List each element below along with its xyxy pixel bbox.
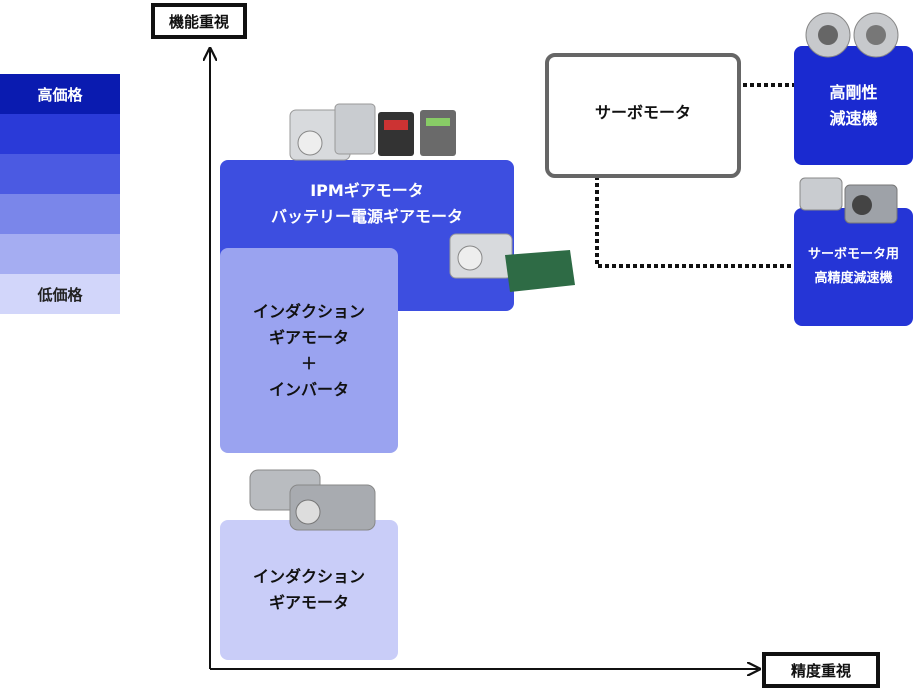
hr-line1: 高剛性 <box>829 82 878 102</box>
legend-cell-5 <box>0 234 120 274</box>
inv-line2: ギアモータ <box>268 327 349 347</box>
ipm-line2: バッテリー電源ギアモータ <box>270 207 463 226</box>
inv-line4: インバータ <box>268 379 349 399</box>
servo-motor-box: サーボモータ <box>545 53 741 178</box>
y-axis-label: 機能重視 <box>151 3 247 39</box>
induction-inverter-box: インダクション ギアモータ ＋ インバータ <box>220 248 398 453</box>
legend-cell-4 <box>0 194 120 234</box>
servo-label: サーボモータ <box>594 102 691 122</box>
x-axis-label: 精度重視 <box>762 652 880 688</box>
y-axis-label-text: 機能重視 <box>168 12 229 31</box>
inv-line3: ＋ <box>300 353 317 373</box>
sr-line1: サーボモータ用 <box>807 247 899 262</box>
hr-line2: 減速機 <box>829 108 878 128</box>
legend-high-label: 高価格 <box>37 85 83 104</box>
ind-line2: ギアモータ <box>268 593 349 612</box>
induction-gearmotor-box: インダクション ギアモータ <box>220 520 398 660</box>
legend-cell-3 <box>0 154 120 194</box>
legend-cell-high: 高価格 <box>0 74 120 114</box>
sr-line2: 高精度減速機 <box>814 271 893 286</box>
ind-line1: インダクション <box>252 567 365 586</box>
legend-cell-2 <box>0 114 120 154</box>
ipm-line1: IPMギアモータ <box>310 181 424 200</box>
legend-cell-low: 低価格 <box>0 274 120 314</box>
inv-line1: インダクション <box>252 301 365 321</box>
high-rigidity-reducer-box: 高剛性 減速機 <box>794 46 913 165</box>
servo-precision-reducer-box: サーボモータ用 高精度減速機 <box>794 208 913 326</box>
legend-low-label: 低価格 <box>37 285 83 304</box>
x-axis-label-text: 精度重視 <box>790 661 851 680</box>
